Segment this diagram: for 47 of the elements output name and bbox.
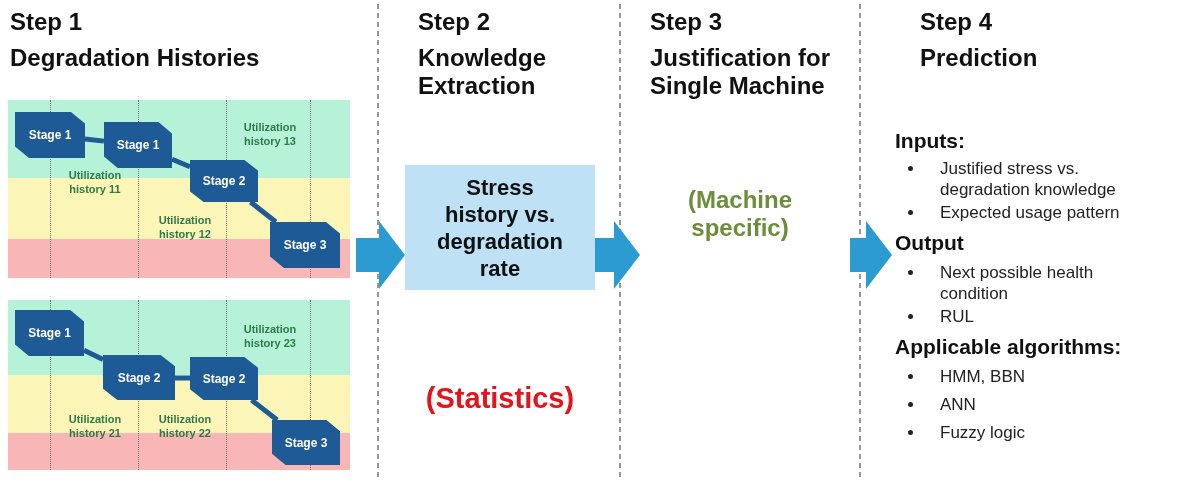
stage-box: Stage 1 [104, 122, 172, 168]
note-text: (Machine specific) [687, 186, 793, 242]
stage-box: Stage 3 [270, 222, 340, 268]
list-item: Justified stress vs. degradation knowledge [940, 158, 1117, 200]
connector-line [84, 136, 105, 144]
box-text: Stress history vs. degradation rate [436, 173, 564, 282]
method-label: (Statistics) [424, 382, 576, 415]
list-item: Next possible health condition [940, 262, 1095, 304]
step-number: Step 4 [920, 8, 994, 36]
stage-box: Stage 3 [272, 420, 340, 465]
block-arrow [595, 221, 640, 289]
stage-box: Stage 2 [190, 160, 258, 202]
section-heading: Inputs: [895, 128, 966, 153]
list-item: HMM, BBN [940, 366, 1026, 387]
list-item: RUL [940, 306, 975, 327]
band-panel [8, 300, 350, 470]
connector-line [174, 375, 191, 381]
stage-box: Stage 1 [15, 310, 84, 356]
step-number: Step 2 [418, 8, 492, 36]
step-heading: Knowledge Extraction [418, 44, 547, 100]
list-item: Expected usage pattern [940, 202, 1121, 223]
step-number: Step 3 [650, 8, 724, 36]
step-number: Step 1 [10, 8, 84, 36]
region-label: Utilization history 11 [67, 168, 123, 196]
list-item: Fuzzy logic [940, 422, 1027, 443]
region-label: Utilization history 21 [67, 412, 123, 440]
process-box [405, 165, 595, 290]
connector-line [250, 398, 279, 422]
stage-box: Stage 2 [190, 357, 258, 400]
region-label: Utilization history 13 [242, 120, 298, 148]
region-label: Utilization history 12 [157, 213, 213, 241]
block-arrow [850, 221, 892, 289]
connector-line [171, 156, 191, 170]
band-panel [8, 100, 350, 278]
block-arrow [356, 221, 405, 289]
list-item: ANN [940, 394, 977, 415]
stage-box: Stage 2 [103, 355, 175, 400]
step-heading: Prediction [920, 44, 1039, 72]
connector-line [249, 200, 278, 224]
stage-box: Stage 1 [15, 112, 85, 158]
section-heading: Output [895, 230, 965, 255]
region-label: Utilization history 22 [157, 412, 213, 440]
region-label: Utilization history 23 [242, 322, 298, 350]
section-heading: Applicable algorithms: [895, 334, 1123, 359]
step-heading: Degradation Histories [10, 44, 261, 72]
step-heading: Justification for Single Machine [650, 44, 831, 100]
connector-line [82, 347, 105, 362]
